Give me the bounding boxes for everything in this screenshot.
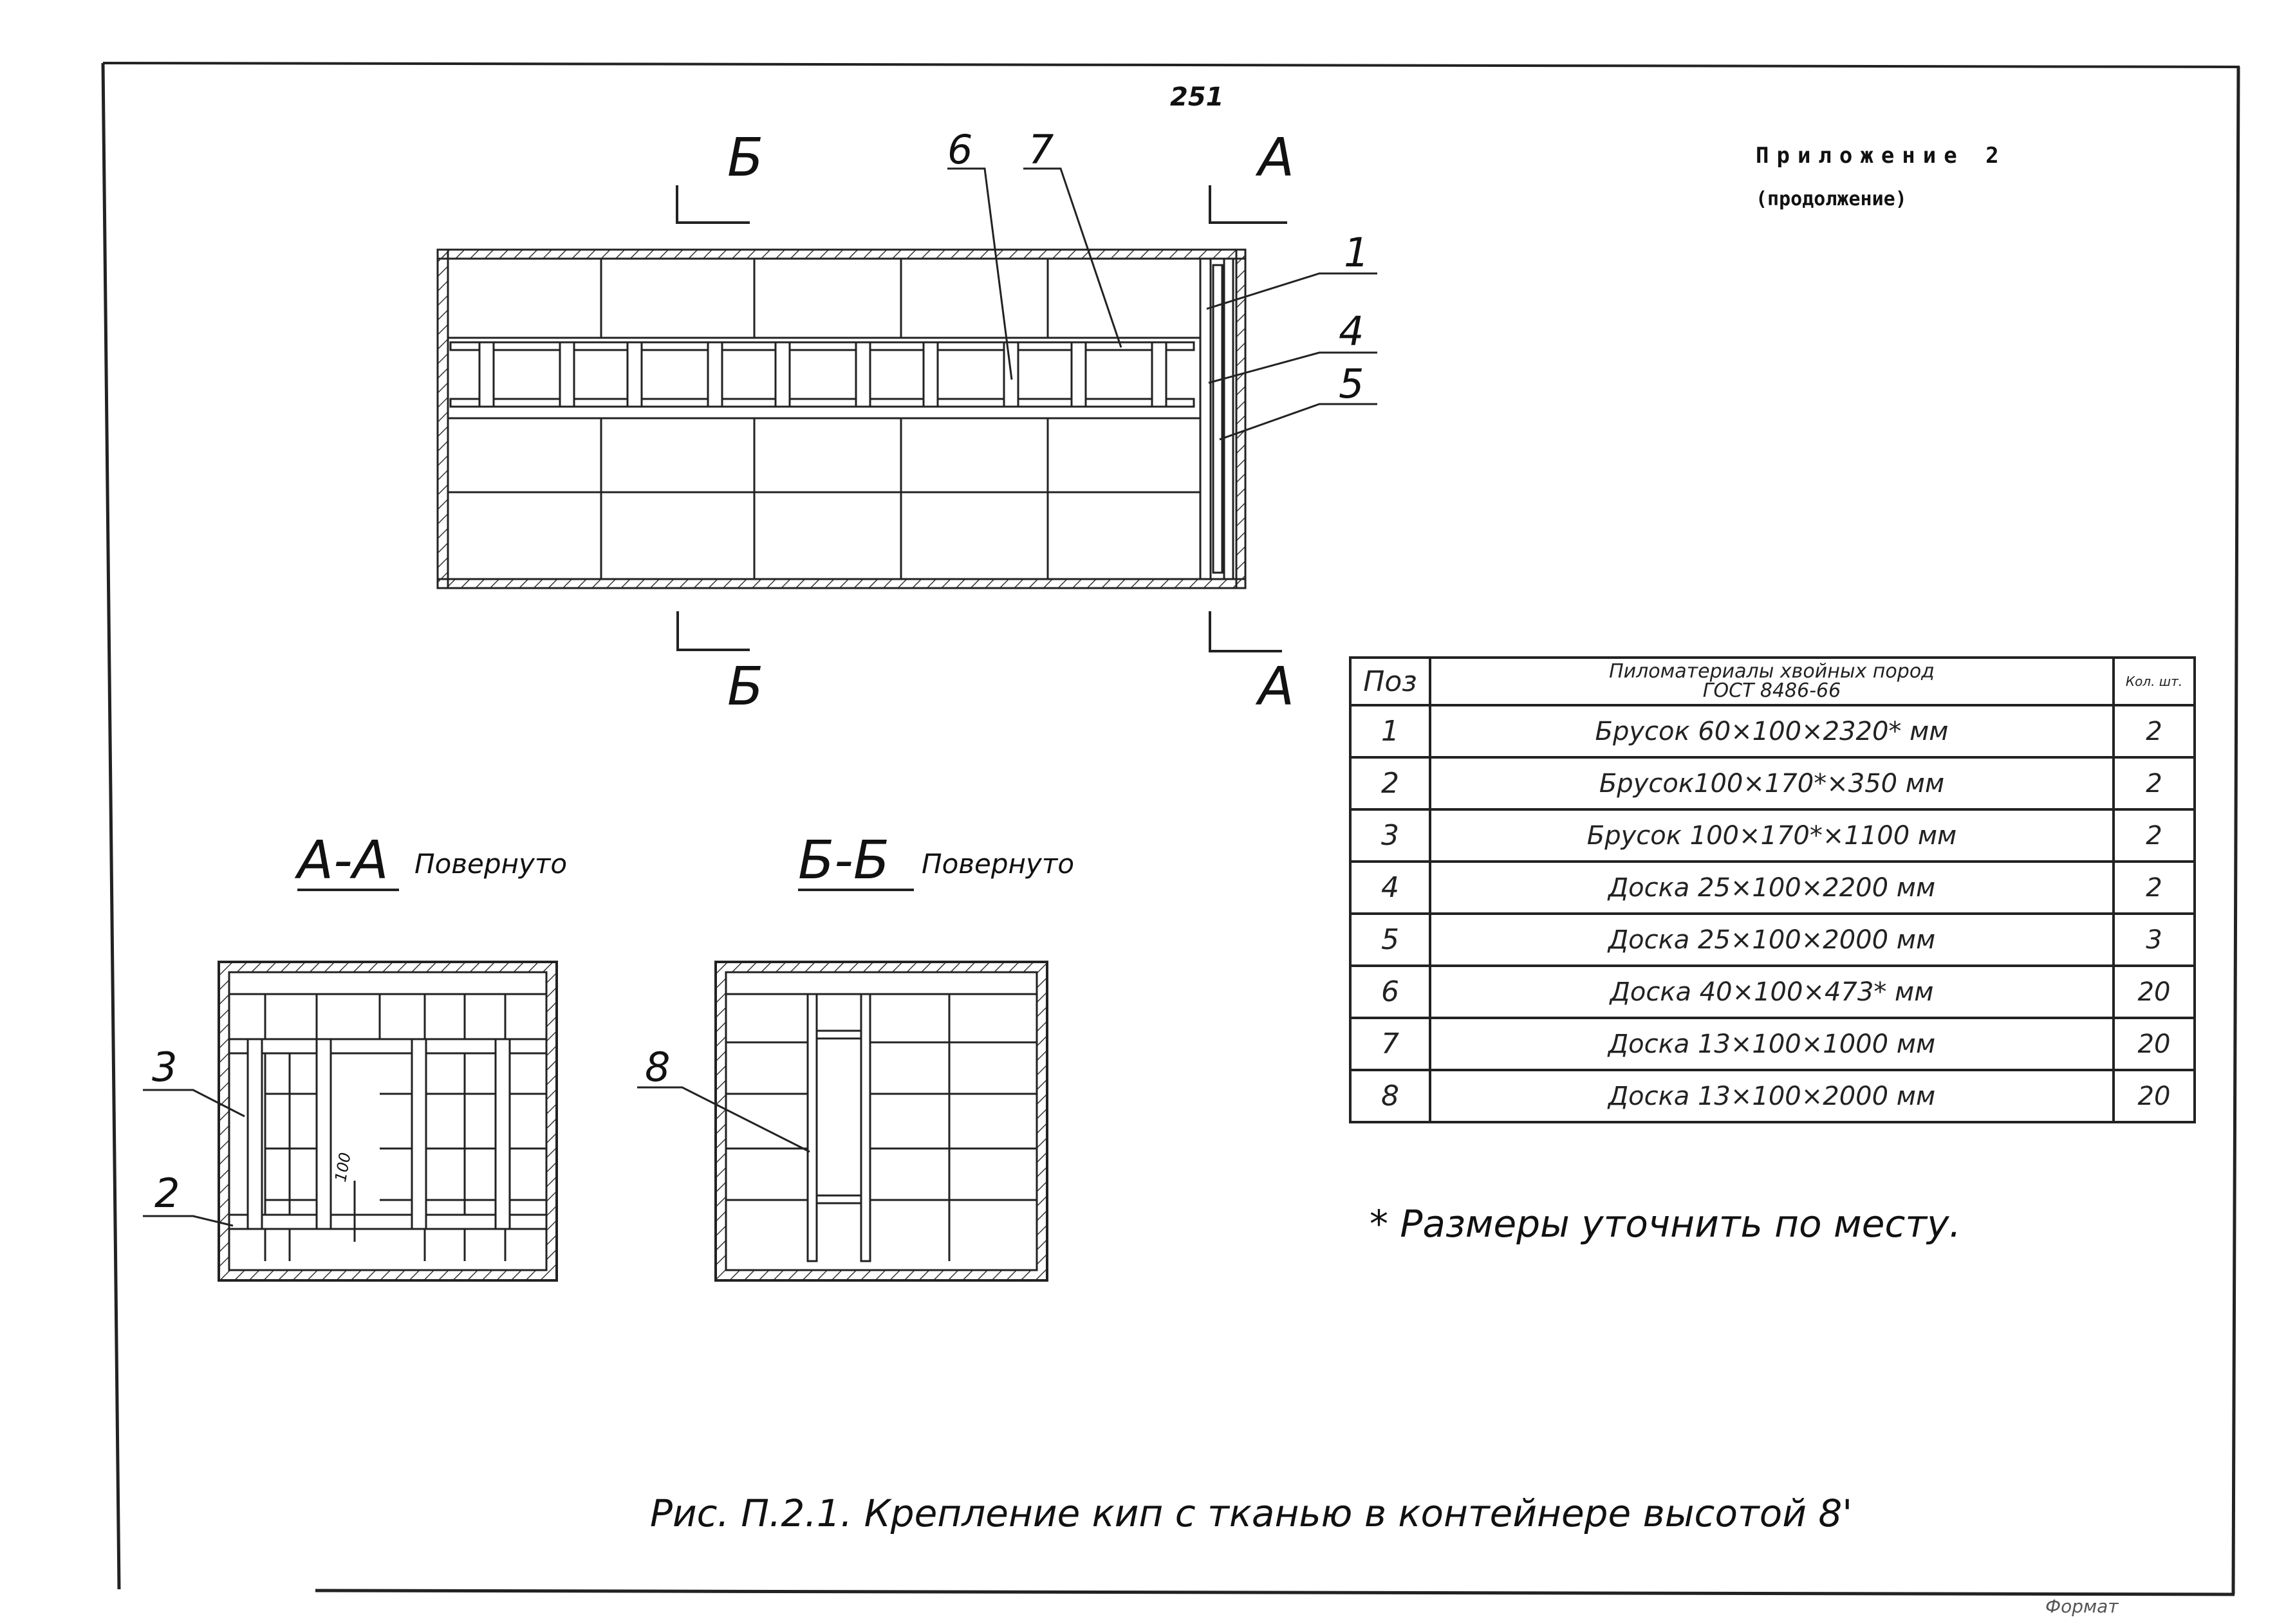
table-header-row: Поз Пиломатериалы хвойных пород ГОСТ 848… [1349,656,2196,706]
label-4: 4 [1339,308,1364,355]
section-bb-note: Повернуто [922,848,1075,880]
table-row: 7 Доска 13×100×1000 мм 20 [1349,1017,2196,1071]
section-aa-title: А-А [297,830,389,891]
header-material-line1: Пиломатериалы хвойных пород [1609,660,1935,683]
cell-qty: 2 [2112,860,2196,915]
cell-pos: 4 [1349,860,1431,915]
cell-pos: 6 [1349,964,1431,1019]
section-arrows [676,185,1287,652]
cell-material: Доска 13×100×2000 мм [1429,1069,2115,1123]
cell-material: Брусок100×170*×350 мм [1429,756,2115,811]
cell-qty: 2 [2112,704,2196,759]
table-row: 6 Доска 40×100×473* мм 20 [1349,964,2196,1019]
label-3: 3 [152,1044,178,1091]
cell-pos: 3 [1349,808,1431,863]
cell-pos: 8 [1349,1069,1431,1123]
cell-pos: 2 [1349,756,1431,811]
label-7: 7 [1028,126,1054,173]
header-pos: Поз [1349,656,1431,706]
cell-material: Доска 13×100×1000 мм [1429,1017,2115,1071]
specification-table: Поз Пиломатериалы хвойных пород ГОСТ 848… [1349,656,2196,1123]
appendix-title: Приложение 2 [1756,143,2007,169]
plan-wall-left [436,248,449,589]
footnote: * Размеры уточнить по месту. [1370,1202,1961,1246]
table-row: 8 Доска 13×100×2000 мм 20 [1349,1069,2196,1123]
plan-door-boards [1199,257,1234,580]
plan-wall-bottom [436,578,1247,589]
cell-material: Брусок 100×170*×1100 мм [1429,808,2115,863]
plan-view [436,167,1377,652]
section-bb-title: Б-Б [798,830,890,891]
plan-wall-right [1235,248,1247,589]
appendix-subtitle: (продолжение) [1756,188,1907,210]
cell-pos: 1 [1349,704,1431,759]
table-row: 1 Брусок 60×100×2320* мм 2 [1349,704,2196,759]
plan-spacer-boards [449,341,1195,408]
table-row: 3 Брусок 100×170*×1100 мм 2 [1349,808,2196,863]
label-5: 5 [1339,360,1364,407]
cell-qty: 20 [2112,964,2196,1019]
corner-stamp: Формат [2045,1596,2119,1617]
label-8: 8 [645,1044,671,1091]
header-qty: Кол. шт. [2112,656,2196,706]
cell-material: Брусок 60×100×2320* мм [1429,704,2115,759]
cell-material: Доска 40×100×473* мм [1429,964,2115,1019]
cell-material: Доска 25×100×2000 мм [1429,912,2115,967]
cell-qty: 20 [2112,1017,2196,1071]
cell-pos: 5 [1349,912,1431,967]
section-bb-view [637,889,1048,1282]
table-row: 4 Доска 25×100×2200 мм 2 [1349,860,2196,915]
cell-qty: 20 [2112,1069,2196,1123]
cell-material: Доска 25×100×2200 мм [1429,860,2115,915]
page-number: 251 [1170,82,1224,112]
section-mark-b-bottom: Б [727,656,764,717]
table-row: 2 Брусок100×170*×350 мм 2 [1349,756,2196,811]
header-material-line2: ГОСТ 8486-66 [1702,679,1841,702]
section-mark-a-bottom: А [1258,656,1295,717]
cell-qty: 2 [2112,756,2196,811]
cell-qty: 2 [2112,808,2196,863]
plan-leaders [947,167,1377,441]
header-material: Пиломатериалы хвойных пород ГОСТ 8486-66 [1429,656,2115,706]
plan-bale-grid [448,259,1200,579]
cell-pos: 7 [1349,1017,1431,1071]
label-6: 6 [947,126,973,173]
label-1: 1 [1344,229,1370,276]
cell-qty: 3 [2112,912,2196,967]
section-aa-view [143,889,558,1282]
section-mark-b-top: Б [727,127,764,189]
label-2: 2 [154,1170,180,1217]
section-aa-note: Повернуто [414,848,568,880]
table-row: 5 Доска 25×100×2000 мм 3 [1349,912,2196,967]
sheet-frame [101,62,2240,1596]
figure-caption: Рис. П.2.1. Крепление кип с тканью в кон… [650,1491,1853,1535]
section-mark-a-top: А [1258,127,1295,189]
plan-wall-top [436,248,1247,260]
